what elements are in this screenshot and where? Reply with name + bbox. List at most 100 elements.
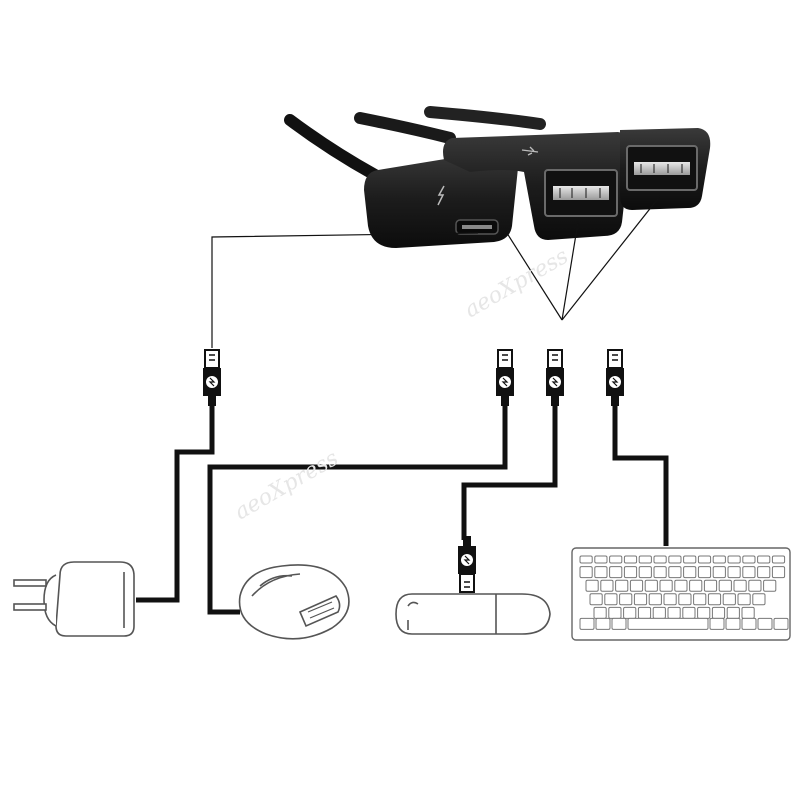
lightning-icon bbox=[437, 185, 445, 206]
keyboard-key bbox=[668, 555, 682, 564]
keyboard-key bbox=[633, 593, 648, 606]
keyboard-key bbox=[659, 579, 673, 592]
usb-plug-keyboard bbox=[605, 349, 625, 407]
keyboard-key bbox=[638, 566, 652, 579]
keyboard-key bbox=[742, 566, 756, 579]
keyboard-key bbox=[752, 593, 766, 606]
keyboard-key bbox=[727, 555, 741, 564]
keyboard-key bbox=[648, 593, 662, 606]
keyboard-key bbox=[726, 606, 740, 619]
keyboard-key bbox=[629, 579, 644, 592]
otg-hub bbox=[284, 106, 711, 248]
hub-cables bbox=[284, 106, 546, 181]
keyboard-key bbox=[619, 593, 633, 606]
keyboard-key bbox=[682, 606, 696, 619]
pointer-line-power bbox=[211, 232, 479, 348]
keyboard-key bbox=[733, 579, 747, 592]
keyboard-key bbox=[600, 579, 614, 592]
keyboard-key bbox=[579, 555, 593, 564]
usb-plug-flash-drive-end bbox=[457, 535, 477, 593]
keyboard-key bbox=[712, 555, 726, 564]
keyboard-key bbox=[615, 579, 629, 592]
keyboard-key bbox=[652, 606, 666, 619]
usb-a-port-1 bbox=[443, 132, 631, 240]
keyboard-spacebar bbox=[627, 617, 709, 630]
keyboard-key bbox=[697, 566, 712, 579]
keyboard-key bbox=[689, 579, 703, 592]
keyboard-key bbox=[697, 555, 712, 564]
keyboard-key bbox=[773, 617, 789, 630]
keyboard-key bbox=[737, 593, 751, 606]
keyboard-key bbox=[678, 593, 692, 606]
keyboard-key bbox=[594, 566, 608, 579]
keyboard-key bbox=[757, 566, 771, 579]
keyboard-key bbox=[609, 555, 623, 564]
keyboard-key bbox=[757, 555, 771, 564]
keyboard-key bbox=[579, 566, 593, 579]
svg-text:aeoXpress: aeoXpress bbox=[231, 446, 343, 525]
keyboard-key bbox=[757, 617, 773, 630]
keyboard-key bbox=[711, 606, 726, 619]
keyboard-key bbox=[589, 593, 603, 606]
usb-plug-power bbox=[202, 349, 222, 407]
mouse-icon bbox=[238, 564, 350, 640]
keyboard-key bbox=[593, 606, 607, 619]
keyboard-key bbox=[668, 566, 682, 579]
pointer-line-hub-2 bbox=[561, 221, 579, 321]
keyboard-key bbox=[727, 566, 741, 579]
cable-mouse bbox=[207, 404, 508, 615]
cable-power bbox=[136, 405, 215, 603]
keyboard-key bbox=[697, 606, 711, 619]
keyboard-key bbox=[763, 579, 777, 592]
keyboard-key bbox=[712, 566, 726, 579]
keyboard-key bbox=[707, 593, 722, 606]
usb-stick-icon bbox=[395, 593, 551, 635]
keyboard-icon bbox=[571, 547, 791, 641]
keyboard-key bbox=[623, 555, 638, 564]
pointer-line-hub-1 bbox=[504, 229, 563, 321]
pointer-lines bbox=[211, 195, 661, 348]
keyboard-key bbox=[653, 566, 667, 579]
keyboard-key bbox=[722, 593, 736, 606]
keyboard-key bbox=[595, 617, 611, 630]
device-cables bbox=[136, 404, 669, 615]
usb-a-port-2 bbox=[620, 128, 711, 210]
usb-plug-flash bbox=[545, 349, 565, 407]
keyboard-key bbox=[683, 555, 697, 564]
keyboard-key bbox=[703, 579, 718, 592]
keyboard-key bbox=[725, 617, 741, 630]
keyboard-key bbox=[608, 606, 622, 619]
keyboard-key bbox=[579, 617, 595, 630]
keyboard-key bbox=[644, 579, 658, 592]
keyboard-key bbox=[604, 593, 618, 606]
keyboard-key bbox=[741, 617, 757, 630]
keyboard-key bbox=[653, 555, 667, 564]
cable-flash-drive bbox=[461, 405, 558, 540]
keyboard-key bbox=[674, 579, 688, 592]
cable-keyboard bbox=[612, 404, 669, 546]
usb-plug-mouse bbox=[495, 349, 515, 407]
keyboard-key bbox=[638, 555, 652, 564]
keyboard-key bbox=[667, 606, 681, 619]
keyboard-key bbox=[623, 606, 637, 619]
keyboard-key bbox=[741, 606, 755, 619]
keyboard-key bbox=[623, 566, 638, 579]
micro-usb-port bbox=[364, 150, 518, 248]
keyboard-key bbox=[771, 566, 786, 579]
keyboard-key bbox=[663, 593, 677, 606]
wall-plug-icon bbox=[13, 561, 135, 637]
keyboard-key bbox=[609, 566, 623, 579]
keyboard-key bbox=[709, 617, 725, 630]
keyboard-key bbox=[683, 566, 697, 579]
pointer-line-hub-3 bbox=[561, 195, 661, 321]
keyboard-key bbox=[718, 579, 732, 592]
keyboard-key bbox=[742, 555, 756, 564]
keyboard-key bbox=[611, 617, 627, 630]
keyboard-key bbox=[585, 579, 599, 592]
keyboard-key bbox=[771, 555, 786, 564]
keyboard-key bbox=[748, 579, 762, 592]
keyboard-key bbox=[693, 593, 707, 606]
usb-symbol-icon bbox=[521, 146, 539, 156]
